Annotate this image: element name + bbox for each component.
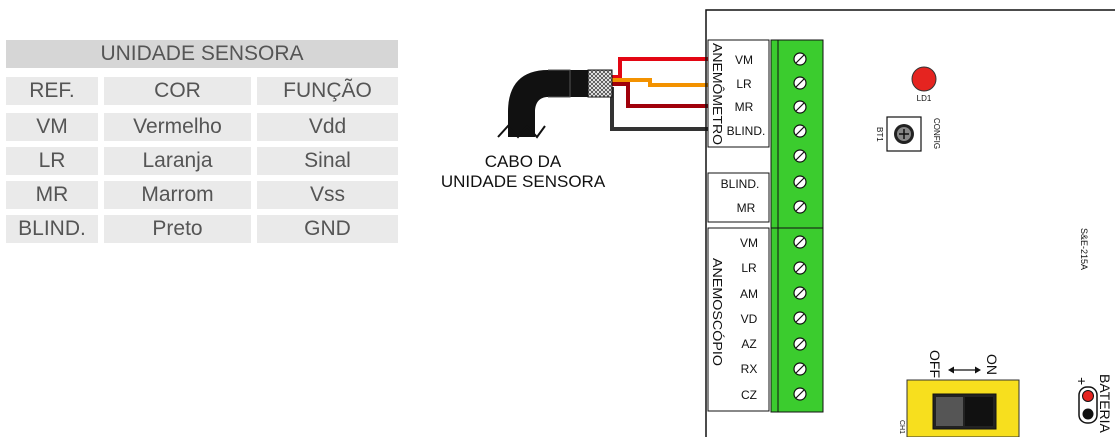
cell-funcao: Vss (257, 181, 398, 209)
cable-label-line2: UNIDADE SENSORA (440, 172, 606, 191)
terminal-screw (793, 311, 807, 325)
cable-label: CABO DA UNIDADE SENSORA (418, 152, 628, 192)
pin-label: LR (741, 261, 757, 275)
terminal-screws (793, 52, 807, 401)
cell-cor: Preto (104, 215, 251, 243)
pin-label: AM (740, 287, 758, 301)
led-icon (911, 66, 937, 92)
wire-mr (612, 82, 708, 108)
terminal-screw (793, 100, 807, 114)
switch-off-label: OFF (927, 350, 943, 378)
terminal-screw (793, 235, 807, 249)
anemometro-box (707, 39, 770, 148)
terminal-screw (793, 337, 807, 351)
terminal-screw (793, 362, 807, 376)
cell-funcao: GND (257, 215, 398, 243)
terminal-screw (793, 52, 807, 66)
terminal-screw (793, 149, 807, 163)
cell-ref: VM (6, 113, 98, 141)
sensor-cable (497, 69, 613, 139)
terminal-screw (793, 175, 807, 189)
switch-ref-label: CH1 (898, 420, 905, 434)
board-code: S&E-215A (1079, 228, 1089, 270)
terminal-screw (793, 387, 807, 401)
switch-on-label: ON (984, 354, 1000, 375)
anemoscopio-label: ANEMOSCÓPIO (710, 258, 725, 366)
terminal-block (770, 39, 824, 413)
cell-ref: LR (6, 147, 98, 175)
cell-funcao: Sinal (257, 147, 398, 175)
config-label: CONFIG (932, 118, 941, 149)
pin-label: VD (741, 312, 758, 326)
cell-cor: Laranja (104, 147, 251, 175)
anemometro-label: ANEMÔMETRO (710, 43, 725, 145)
pin-label: VM (740, 236, 758, 250)
battery-minus-pin (1082, 408, 1094, 420)
battery-label: BATERIA (1097, 374, 1113, 434)
pin-label: AZ (741, 337, 756, 351)
terminal-screw (793, 124, 807, 138)
cable-label-line1: CABO DA (484, 152, 562, 171)
header-funcao: FUNÇÃO (257, 77, 398, 105)
battery-plus-label: + (1074, 377, 1090, 385)
battery-connector (1078, 386, 1098, 424)
header-cor: COR (104, 77, 251, 105)
pin-label: VM (735, 53, 753, 67)
header-ref: REF. (6, 77, 98, 105)
switch-arrow-icon (948, 366, 981, 374)
pin-label: MR (737, 201, 756, 215)
pin-label: MR (735, 100, 754, 114)
terminal-screw (793, 200, 807, 214)
cell-cor: Marrom (104, 181, 251, 209)
pin-label: CZ (741, 388, 757, 402)
terminal-screw (793, 261, 807, 275)
wire-lr (612, 78, 708, 87)
button-label: BT1 (875, 127, 884, 142)
wire-blind (610, 87, 708, 131)
terminal-screw (793, 76, 807, 90)
led-label: LD1 (917, 94, 932, 103)
cell-ref: MR (6, 181, 98, 209)
pin-label: BLIND. (721, 177, 760, 191)
pin-label: RX (741, 362, 758, 376)
pin-label: LR (736, 77, 752, 91)
pin-label: BLIND. (727, 124, 766, 138)
battery-plus-pin (1082, 390, 1094, 402)
board-outline (705, 9, 1115, 437)
cell-funcao: Vdd (257, 113, 398, 141)
terminal-screw (793, 286, 807, 300)
anemoscopio-box (707, 227, 770, 412)
cell-cor: Vermelho (104, 113, 251, 141)
config-button[interactable] (886, 116, 922, 152)
table-title: UNIDADE SENSORA (6, 40, 398, 68)
wire-vm (612, 57, 708, 79)
cell-ref: BLIND. (6, 215, 98, 243)
wire-group (610, 57, 708, 131)
power-switch[interactable] (932, 393, 997, 430)
extra-pin-box (707, 172, 770, 223)
